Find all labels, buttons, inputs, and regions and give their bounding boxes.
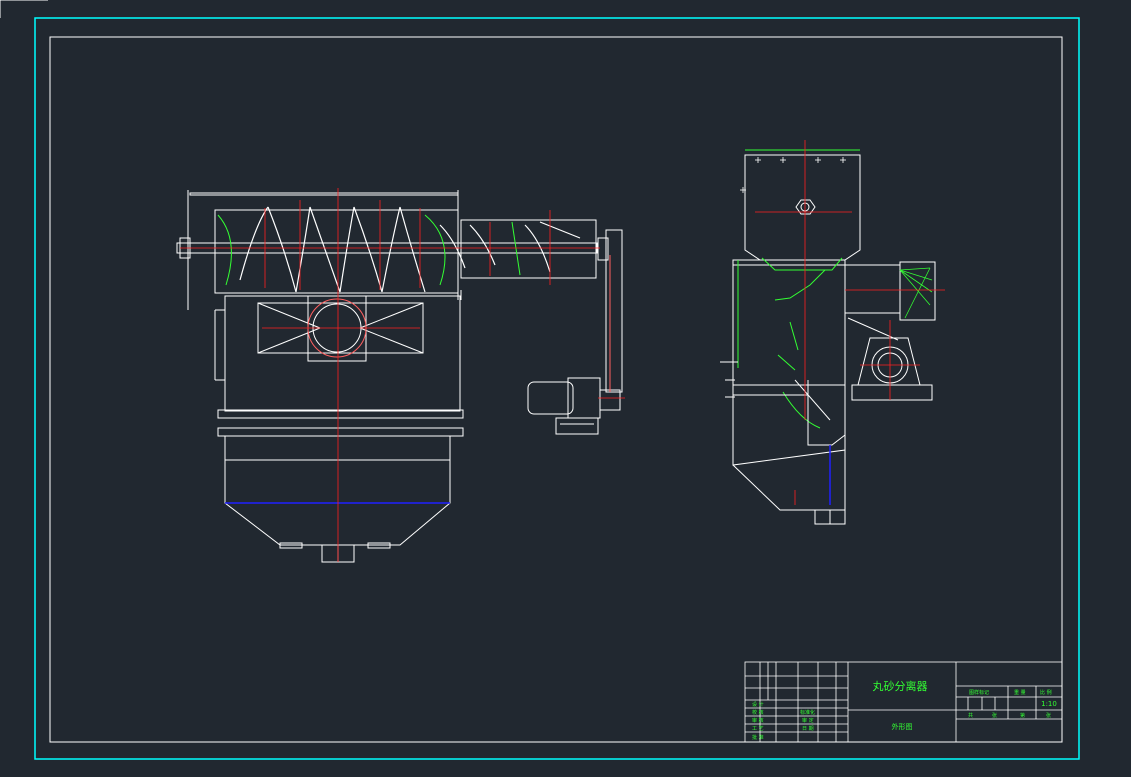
- dimension-marks: [740, 157, 846, 193]
- corner-mark: [0, 0, 48, 18]
- tb-bottom-1: 张: [992, 712, 997, 719]
- inner-frame: [49, 36, 1063, 743]
- tb-right-0: 图样标记: [969, 689, 989, 696]
- drawing-title: 丸砂分离器: [873, 679, 928, 693]
- tb-bottom-3: 张: [1046, 712, 1051, 719]
- tb-label-2: 审 核: [752, 717, 764, 724]
- outer-frame: [34, 17, 1080, 760]
- side-hatch: [899, 267, 933, 319]
- drawing-scale: 1:10: [1041, 700, 1057, 708]
- screw-helix: [239, 206, 581, 293]
- tb-value-2: 日 期: [802, 726, 814, 732]
- tb-label-4: 批 准: [752, 734, 764, 741]
- front-centerlines: [180, 188, 625, 562]
- front-view: [176, 190, 623, 563]
- tb-label-1: 校 核: [752, 709, 764, 716]
- tb-bottom-2: 第: [1020, 712, 1025, 719]
- tb-value-0: 标准化: [800, 709, 815, 716]
- tb-label-3: 工 艺: [752, 726, 764, 732]
- tb-value-1: 审 定: [802, 717, 814, 724]
- side-view: [720, 149, 936, 525]
- tb-bottom-0: 共: [968, 712, 973, 719]
- title-block: [744, 661, 1063, 743]
- side-centerlines: [755, 140, 945, 505]
- tb-right-1: 重 量: [1014, 689, 1026, 696]
- tb-right-2: 比 例: [1040, 689, 1052, 696]
- view-name: 外形图: [892, 722, 913, 731]
- tb-label-0: 设 计: [752, 701, 764, 708]
